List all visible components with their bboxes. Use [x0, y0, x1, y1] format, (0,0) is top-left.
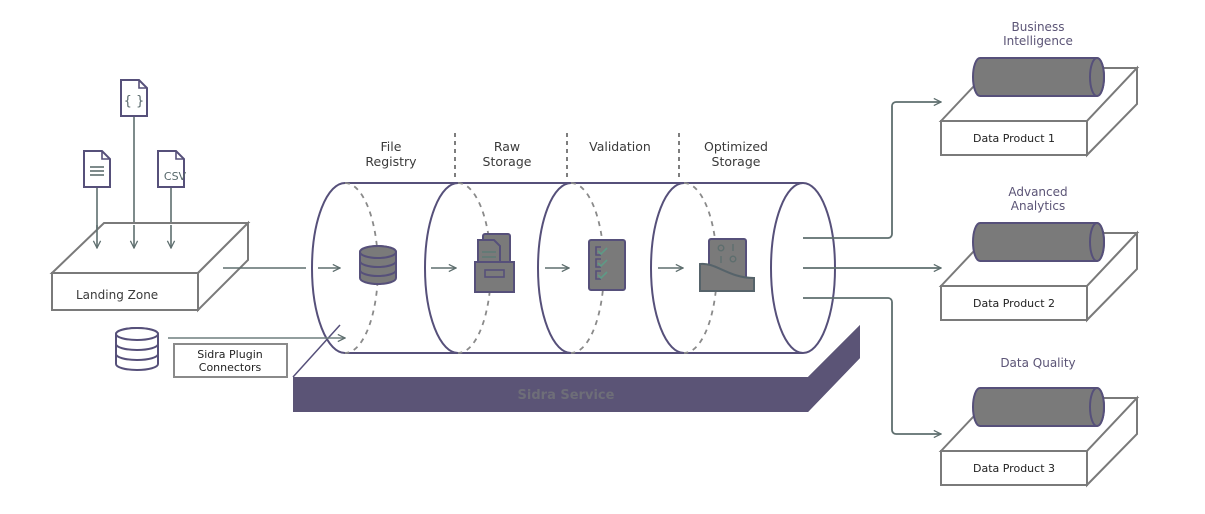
pipeline-cylinder [311, 182, 836, 354]
plugin-database-icon [115, 327, 159, 371]
data-product-label: Data Product 3 [973, 462, 1055, 475]
svg-text:Registry: Registry [365, 154, 417, 169]
file-cabinet-icon [474, 233, 515, 293]
stage-label-optimized-storage: Optimized [704, 139, 768, 154]
csv-file-icon [157, 150, 185, 188]
svg-text:Connectors: Connectors [199, 361, 262, 374]
output-label-3: Data Quality [1000, 356, 1075, 370]
output-arrow-1 [803, 102, 941, 239]
stage-label-validation: Validation [589, 139, 651, 154]
stage-label-file-registry: File [381, 139, 402, 154]
json-file-icon [120, 79, 148, 117]
output-arrows [803, 102, 941, 434]
segment-boundary-3 [537, 182, 572, 354]
output-label-1: Business [1012, 20, 1065, 34]
data-product-cylinder-icon [972, 222, 1105, 262]
json-file: { } [120, 79, 148, 117]
svg-text:Storage: Storage [483, 154, 532, 169]
database-icon [359, 245, 397, 285]
svg-text:{ }: { } [124, 94, 145, 109]
data-product-label: Data Product 1 [973, 132, 1055, 145]
landing-zone-label: Landing Zone [76, 288, 158, 302]
segment-boundary-2 [424, 182, 459, 354]
optimized-storage-icon [699, 238, 755, 292]
csv-file: CSV [157, 150, 187, 188]
stage-label-raw-storage: Raw [494, 139, 520, 154]
svg-text:Storage: Storage [712, 154, 761, 169]
svg-text:Intelligence: Intelligence [1003, 34, 1073, 48]
stage-labels: File Registry Raw Storage Validation Opt… [365, 139, 768, 169]
data-product-cylinder-icon [972, 57, 1105, 97]
data-product-cylinder-icon [972, 387, 1105, 427]
plugin-connectors-box: Sidra Plugin Connectors [173, 343, 288, 378]
data-product-label: Data Product 2 [973, 297, 1055, 310]
text-file-icon [83, 150, 111, 188]
output-arrow-3 [803, 297, 941, 434]
output-label-2: Advanced [1008, 185, 1067, 199]
landing-zone-box: Landing Zone [49, 220, 251, 313]
svg-text:CSV: CSV [164, 170, 187, 183]
text-file [83, 150, 111, 188]
segment-boundary-4 [650, 182, 685, 354]
platform-label: Sidra Service [518, 388, 615, 403]
checklist-icon [588, 239, 626, 291]
segment-boundary-1 [311, 182, 346, 354]
svg-text:Analytics: Analytics [1011, 199, 1066, 213]
svg-text:Sidra Plugin: Sidra Plugin [197, 348, 262, 361]
